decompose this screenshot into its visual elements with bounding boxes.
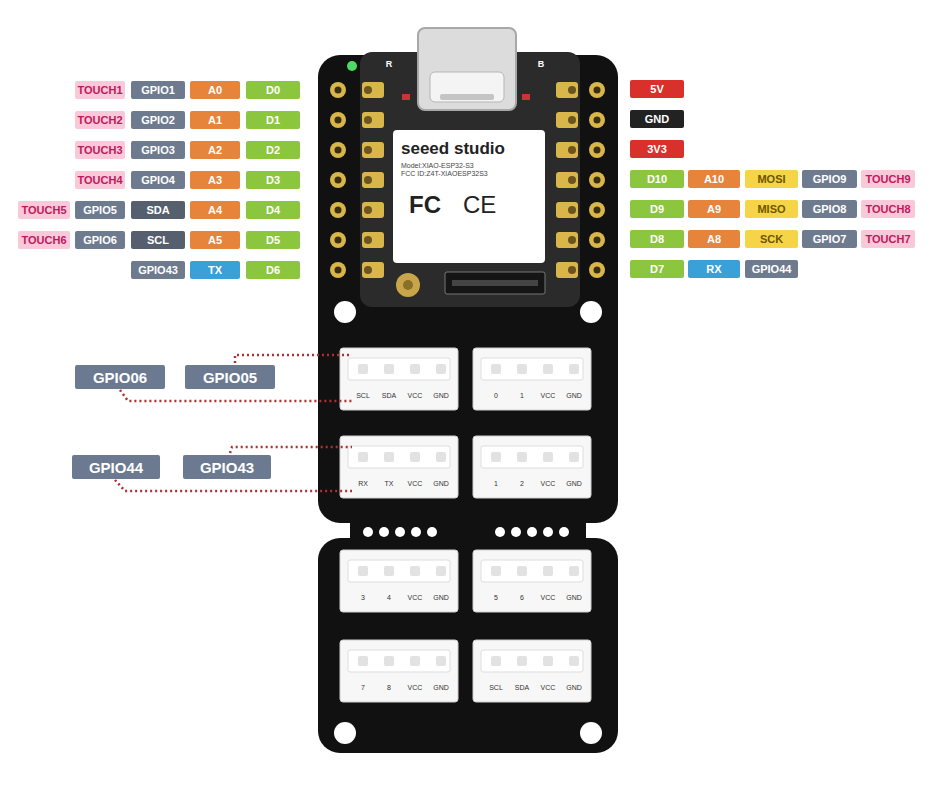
pin-label: A2 xyxy=(190,141,240,159)
gpio-callout: GPIO06 xyxy=(75,365,165,389)
pin-label: TOUCH2 xyxy=(75,111,125,129)
connector-pin-name: VCC xyxy=(408,594,423,601)
pin-label: TOUCH9 xyxy=(861,170,915,188)
pin-label: GPIO5 xyxy=(75,201,125,219)
gpio-callout: GPIO43 xyxy=(183,455,271,479)
connector-pin-name: SCL xyxy=(489,684,503,691)
pin-label: TOUCH7 xyxy=(861,230,915,248)
xiao-module xyxy=(347,28,580,307)
connector-pin-name: 8 xyxy=(387,684,391,691)
pin-label: TOUCH3 xyxy=(75,141,125,159)
pin-label: RX xyxy=(688,260,740,278)
pin-label: D10 xyxy=(630,170,684,188)
pin-label: GPIO4 xyxy=(131,171,185,189)
connector-pin-name: VCC xyxy=(408,392,423,399)
pin-label: TOUCH1 xyxy=(75,81,125,99)
connector-pin-name: GND xyxy=(433,480,449,487)
pin-label: GPIO43 xyxy=(131,261,185,279)
pin-label: TOUCH8 xyxy=(861,200,915,218)
pin-label: GPIO9 xyxy=(802,170,857,188)
connector-pin-name: GND xyxy=(566,684,582,691)
gpio-callout: GPIO44 xyxy=(72,455,160,479)
pin-label: D1 xyxy=(246,111,300,129)
pin-label: D4 xyxy=(246,201,300,219)
connector-pin-name: SCL xyxy=(356,392,370,399)
pin-label: A10 xyxy=(688,170,740,188)
pin-label: TOUCH5 xyxy=(18,201,70,219)
connector-pin-name: RX xyxy=(358,480,368,487)
pin-label: GND xyxy=(630,110,684,128)
certification-mark: FC xyxy=(409,192,441,217)
pin-label: D3 xyxy=(246,171,300,189)
pin-label: SCL xyxy=(131,231,185,249)
connector-pin-name: GND xyxy=(433,594,449,601)
pin-label: GPIO8 xyxy=(802,200,857,218)
connector-pin-name: GND xyxy=(566,594,582,601)
connector-pin-name: VCC xyxy=(408,480,423,487)
connector-pin-name: TX xyxy=(385,480,394,487)
pin-label: A1 xyxy=(190,111,240,129)
connector-pin-name: GND xyxy=(433,392,449,399)
connector-pin-name: 0 xyxy=(494,392,498,399)
pin-label: D7 xyxy=(630,260,684,278)
model-text: FCC ID:Z4T-XIAOESP32S3 xyxy=(401,170,488,177)
pin-label: 5V xyxy=(630,80,684,98)
pin-label: 3V3 xyxy=(630,140,684,158)
connector-pin-name: 2 xyxy=(520,480,524,487)
connector-pin-name: GND xyxy=(566,480,582,487)
connector-pin-name: VCC xyxy=(541,594,556,601)
connector-pin-name: GND xyxy=(433,684,449,691)
module-label: seeed studioModel:XIAO-ESP32-S3FCC ID:Z4… xyxy=(393,130,545,263)
board-marking: B xyxy=(534,58,548,70)
pin-label: D2 xyxy=(246,141,300,159)
pin-label: A4 xyxy=(190,201,240,219)
connector-pin-name: 4 xyxy=(387,594,391,601)
connector-pin-name: GND xyxy=(566,392,582,399)
pin-label: TOUCH6 xyxy=(18,231,70,249)
pin-label: A5 xyxy=(190,231,240,249)
pin-label: MISO xyxy=(745,200,798,218)
model-text: Model:XIAO-ESP32-S3 xyxy=(401,162,474,169)
board-marking: R xyxy=(382,58,396,70)
pin-label: SDA xyxy=(131,201,185,219)
connector-pin-name: VCC xyxy=(541,480,556,487)
connector-pin-name: VCC xyxy=(541,392,556,399)
gpio-callout: GPIO05 xyxy=(185,365,275,389)
pin-label: GPIO6 xyxy=(75,231,125,249)
pin-label: D8 xyxy=(630,230,684,248)
pin-label: TX xyxy=(190,261,240,279)
connector-pin-name: 7 xyxy=(361,684,365,691)
pin-label: D9 xyxy=(630,200,684,218)
pin-label: A8 xyxy=(688,230,740,248)
pin-label: D5 xyxy=(246,231,300,249)
pin-label: D0 xyxy=(246,81,300,99)
pin-label: GPIO7 xyxy=(802,230,857,248)
pin-label: D6 xyxy=(246,261,300,279)
pin-label: A3 xyxy=(190,171,240,189)
connector-pin-name: 1 xyxy=(520,392,524,399)
connector-pin-name: 6 xyxy=(520,594,524,601)
pin-label: SCK xyxy=(745,230,798,248)
connector-pin-name: 1 xyxy=(494,480,498,487)
pin-label: GPIO2 xyxy=(131,111,185,129)
certification-mark: CE xyxy=(463,192,496,217)
pin-label: GPIO1 xyxy=(131,81,185,99)
connector-pin-name: 3 xyxy=(361,594,365,601)
pin-label: GPIO3 xyxy=(131,141,185,159)
pin-label: MOSI xyxy=(745,170,798,188)
pin-label: TOUCH4 xyxy=(75,171,125,189)
connector-pin-name: 5 xyxy=(494,594,498,601)
pin-label: GPIO44 xyxy=(745,260,798,278)
pin-label: A0 xyxy=(190,81,240,99)
connector-pin-name: VCC xyxy=(541,684,556,691)
connector-pin-name: SDA xyxy=(515,684,529,691)
brand-name: seeed studio xyxy=(401,140,505,158)
connector-pin-name: SDA xyxy=(382,392,396,399)
connector-pin-name: VCC xyxy=(408,684,423,691)
pin-label: A9 xyxy=(688,200,740,218)
